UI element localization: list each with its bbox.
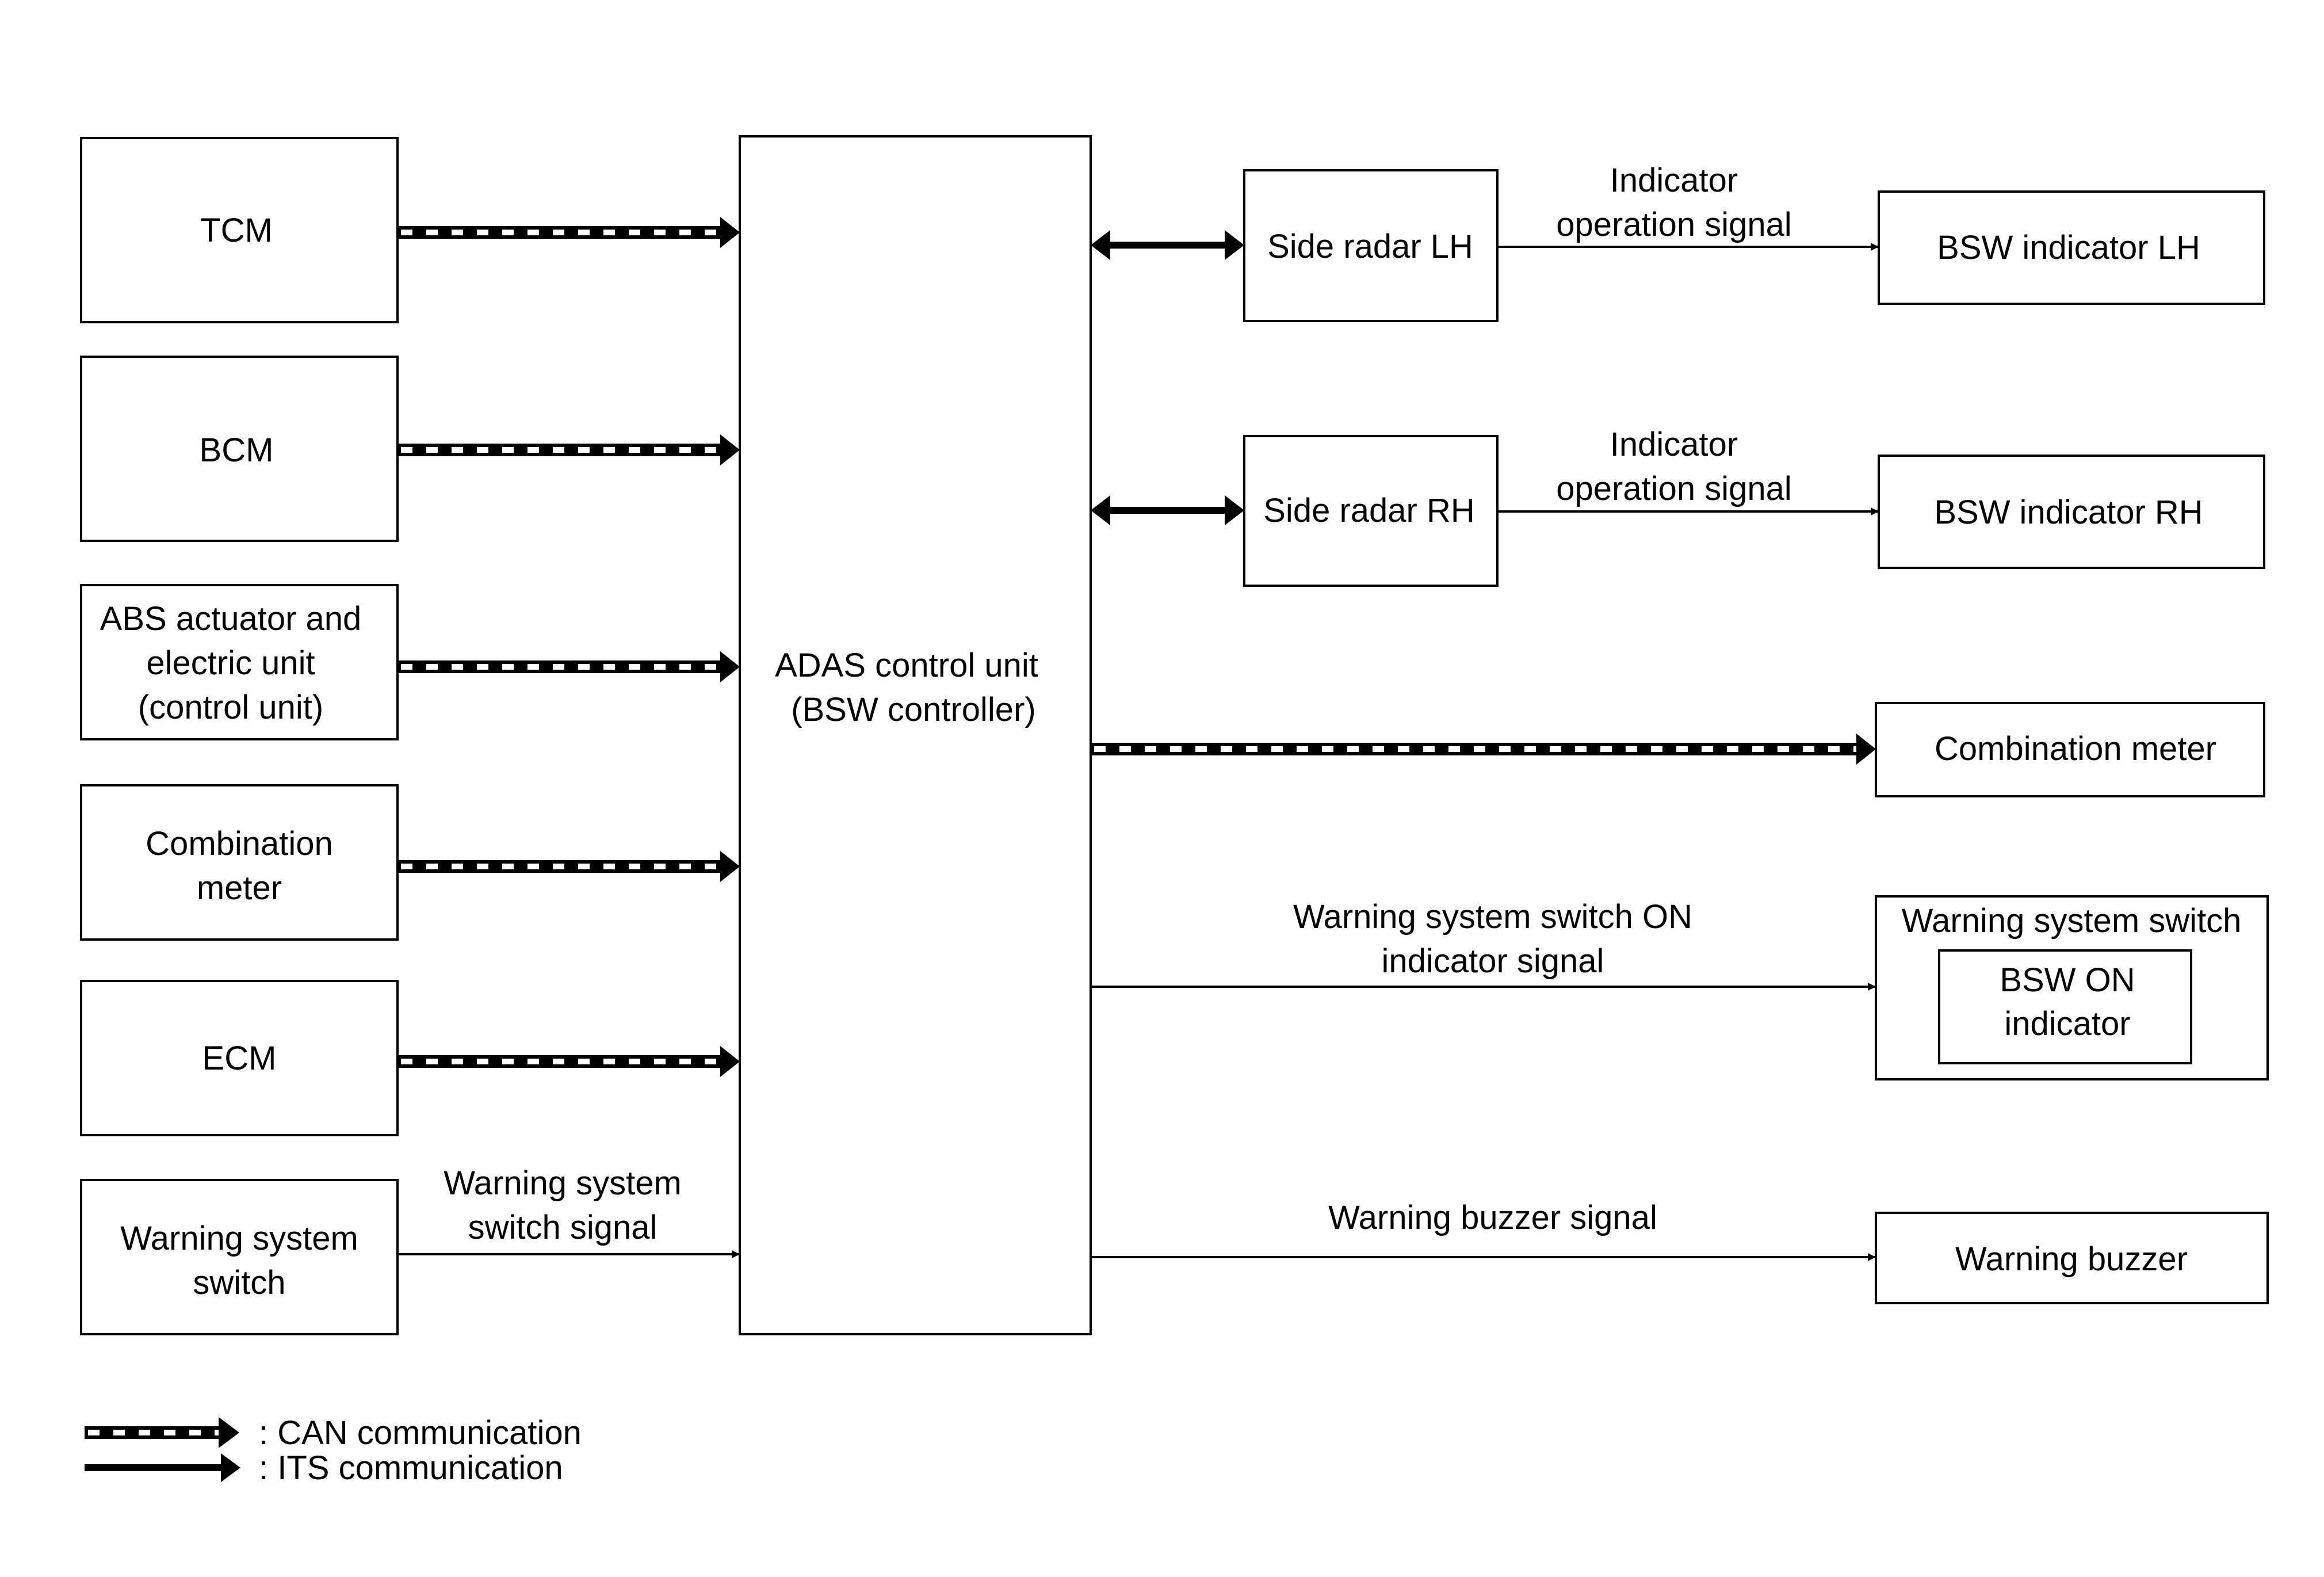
switch-on-ind-line1: Warning system switch ON — [1293, 898, 1692, 935]
warning-switch-left-box: Warning system switch — [80, 1179, 399, 1335]
abs-label-line1: ABS actuator and — [100, 600, 362, 637]
buzzer-signal-label: Warning buzzer signal — [1328, 1199, 1657, 1236]
abs-label-line2: electric unit — [146, 644, 315, 682]
can-arrow-meter-left — [397, 851, 740, 882]
can-arrow-ecm — [397, 1046, 740, 1077]
tcm-box: TCM — [80, 137, 399, 323]
meter-left-line2: meter — [197, 869, 282, 907]
meter-right-label: Combination meter — [1935, 730, 2216, 768]
ind-op-lh-line2: operation signal — [1556, 206, 1792, 243]
its-arrow-radar-lh — [1091, 230, 1244, 260]
bsw-on-indicator-box: BSW ON indicator — [1938, 949, 2192, 1064]
bsw-on-line1: BSW ON — [2000, 961, 2135, 999]
switch-on-indicator-label: Warning system switch ON indicator signa… — [1293, 898, 1692, 980]
side-radar-lh-box: Side radar LH — [1243, 169, 1499, 322]
bsw-indicator-lh-box: BSW indicator LH — [1878, 190, 2265, 305]
indicator-signal-rh-label: Indicator operation signal — [1556, 426, 1792, 507]
legend: : CAN communication : ITS communication — [85, 1414, 582, 1487]
side-radar-rh-box: Side radar RH — [1243, 435, 1499, 587]
warning-buzzer-box: Warning buzzer — [1875, 1212, 2269, 1304]
bsw-on-line2: indicator — [2004, 1005, 2130, 1043]
ind-op-rh-line2: operation signal — [1556, 470, 1792, 507]
warn-switch-left-line1: Warning system — [120, 1220, 358, 1257]
ind-op-lh-line1: Indicator — [1610, 162, 1738, 199]
adas-control-unit-box: ADAS control unit (BSW controller) — [739, 135, 1092, 1335]
buzzer-signal-line1: Warning buzzer signal — [1328, 1199, 1657, 1236]
ecm-label: ECM — [202, 1040, 277, 1077]
bcm-label: BCM — [200, 432, 274, 469]
switch-on-ind-line2: indicator signal — [1382, 942, 1604, 980]
switch-signal-line2: switch signal — [468, 1209, 658, 1246]
legend-its-swatch — [85, 1453, 240, 1482]
can-arrow-meter-right — [1091, 734, 1876, 765]
bsw-ind-lh-label: BSW indicator LH — [1937, 229, 2200, 266]
warning-buzzer-label: Warning buzzer — [1955, 1240, 2188, 1278]
adas-label-line2: (BSW controller) — [791, 691, 1035, 728]
combination-meter-right-box: Combination meter — [1875, 702, 2265, 797]
abs-actuator-box: ABS actuator and electric unit (control … — [80, 584, 399, 740]
warning-switch-right-box: Warning system switch BSW ON indicator — [1875, 895, 2269, 1080]
radar-rh-label: Side radar RH — [1263, 492, 1474, 529]
ecm-box: ECM — [80, 980, 399, 1136]
combination-meter-left-box: Combination meter — [80, 784, 399, 941]
legend-its-label: : ITS communication — [259, 1449, 563, 1487]
its-arrow-radar-rh — [1091, 495, 1244, 525]
bcm-box: BCM — [80, 356, 399, 542]
tcm-label: TCM — [200, 212, 273, 249]
radar-lh-label: Side radar LH — [1267, 228, 1473, 265]
ind-op-rh-line1: Indicator — [1610, 426, 1738, 463]
indicator-signal-lh-label: Indicator operation signal — [1556, 162, 1792, 243]
bsw-indicator-rh-box: BSW indicator RH — [1878, 455, 2265, 569]
warn-switch-right-label: Warning system switch — [1902, 902, 2242, 940]
legend-can-label: : CAN communication — [259, 1414, 582, 1452]
adas-label-line1: ADAS control unit — [775, 647, 1038, 684]
warn-switch-left-line2: switch — [193, 1264, 285, 1301]
abs-label-line3: (control unit) — [138, 689, 323, 726]
switch-signal-label: Warning system switch signal — [444, 1164, 682, 1246]
can-arrow-abs — [397, 651, 740, 682]
meter-left-line1: Combination — [146, 825, 333, 862]
switch-signal-line1: Warning system — [444, 1164, 682, 1202]
can-arrow-tcm — [397, 217, 740, 248]
legend-can-swatch — [85, 1417, 239, 1448]
can-arrow-bcm — [397, 434, 740, 465]
bsw-ind-rh-label: BSW indicator RH — [1934, 494, 2203, 531]
